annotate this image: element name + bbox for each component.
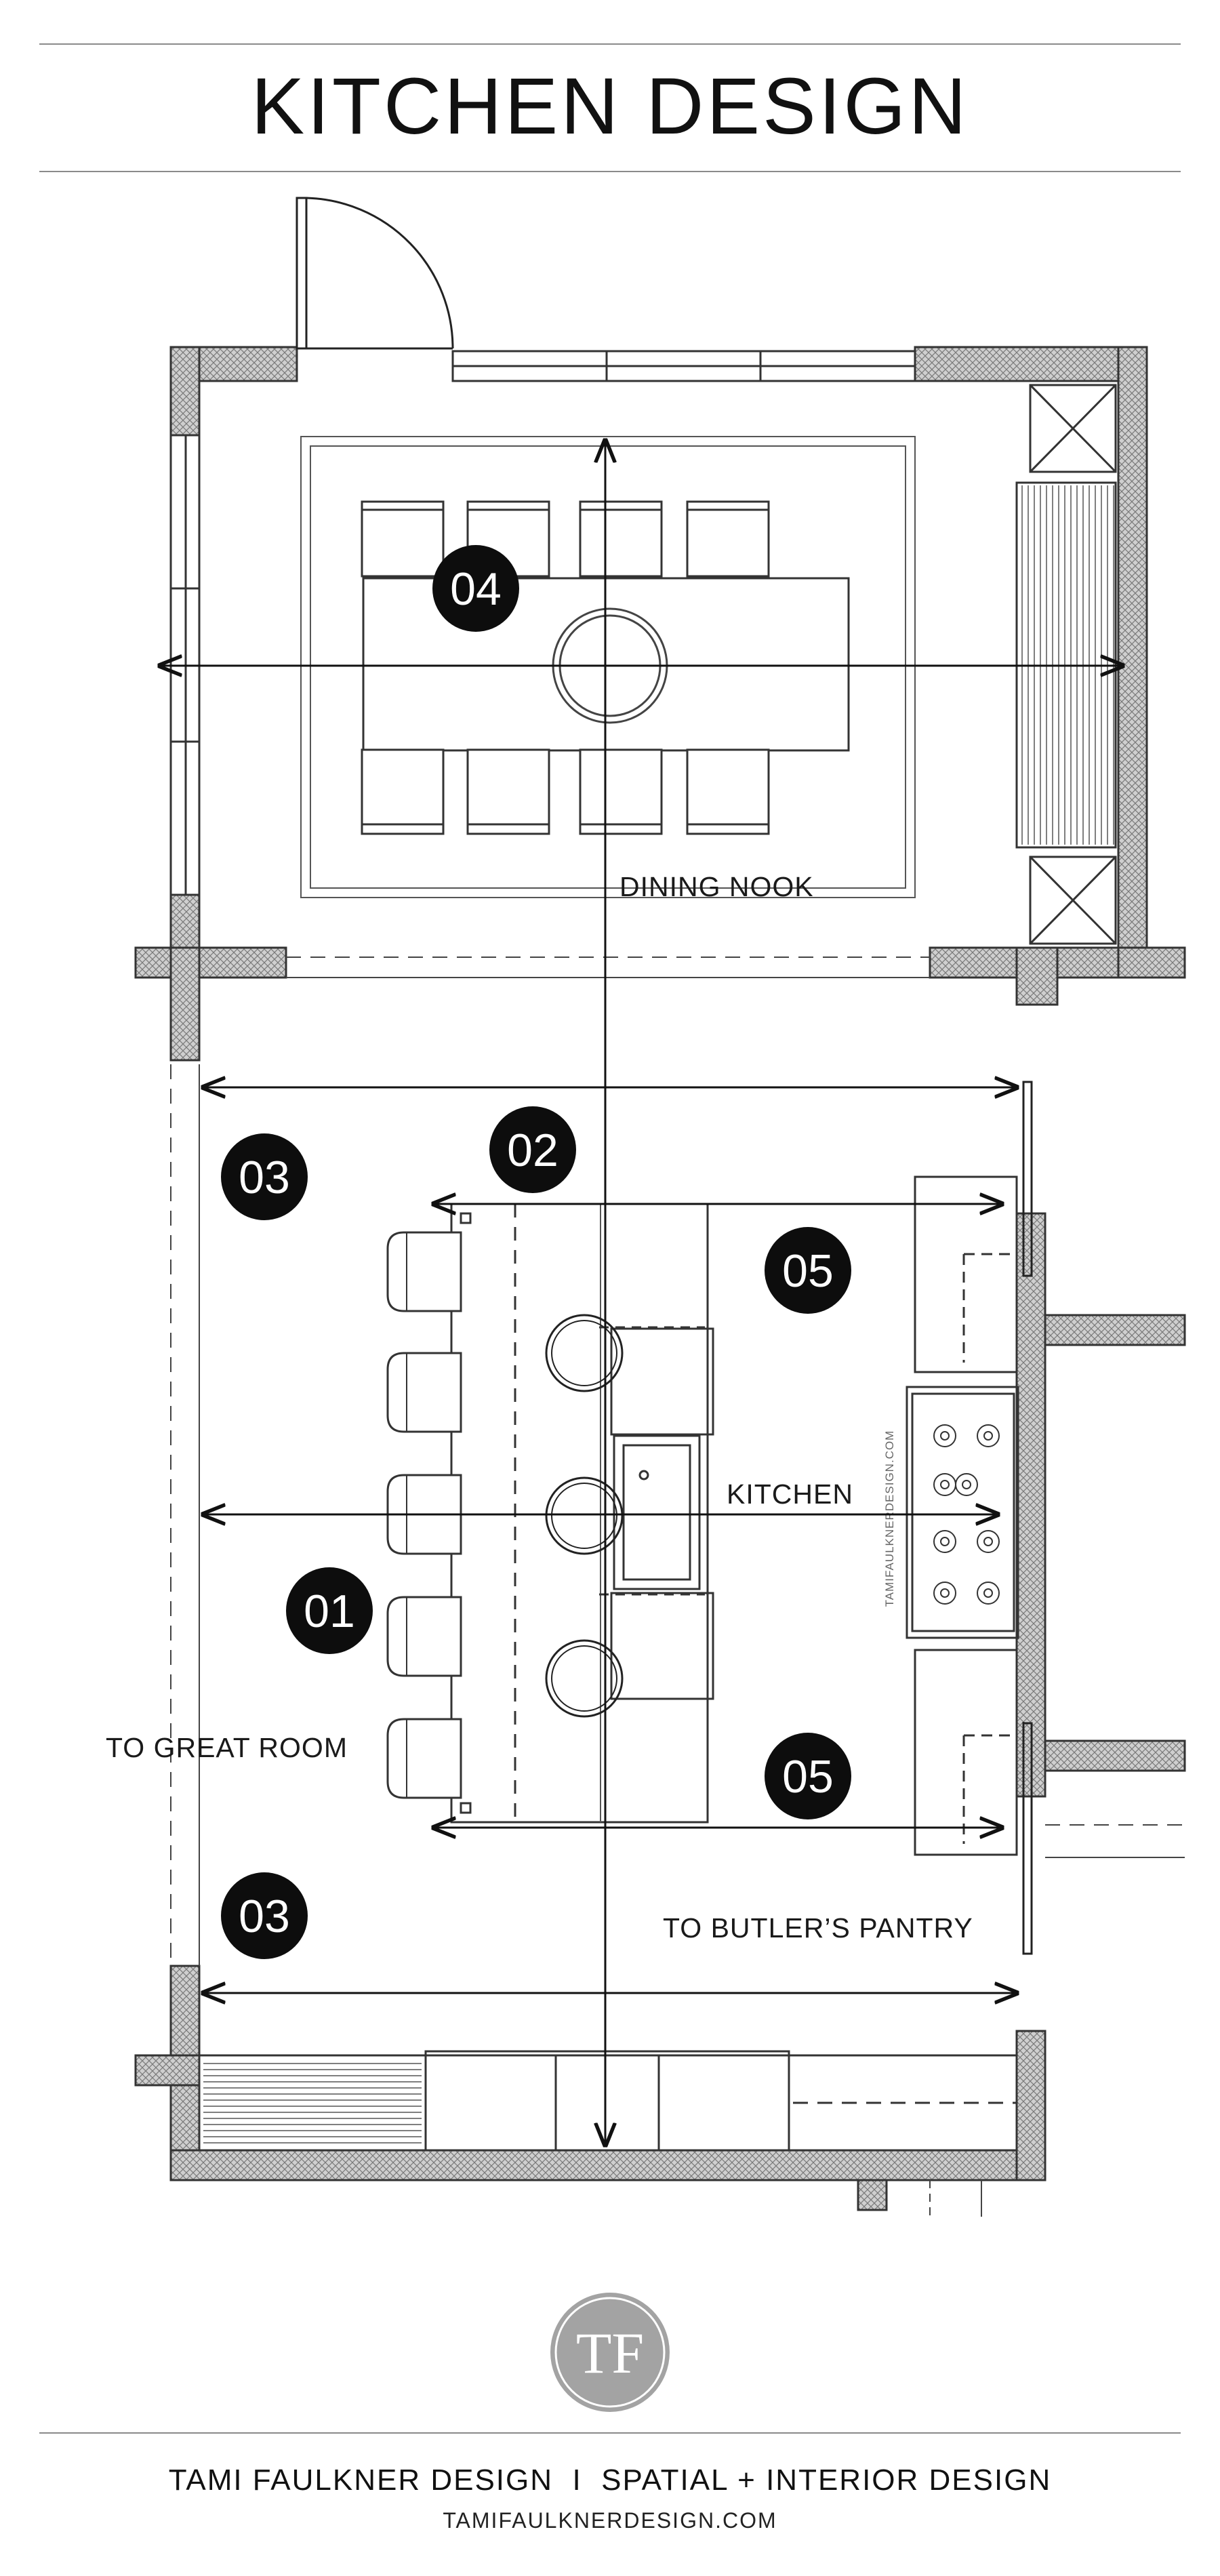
dining-chair	[466, 748, 550, 835]
page-title: KITCHEN DESIGN	[251, 62, 969, 151]
burner	[977, 1530, 1000, 1553]
dimension-lines	[160, 441, 1122, 2145]
bar-stool	[386, 1352, 462, 1433]
svg-text:03: 03	[239, 1891, 290, 1942]
drawer-slats	[203, 2063, 422, 2144]
svg-text:03: 03	[239, 1152, 290, 1203]
bar-stool	[386, 1596, 462, 1677]
burner	[933, 1424, 956, 1447]
dining-chairs	[361, 500, 770, 835]
dining-walls	[134, 346, 1186, 1062]
burner	[933, 1582, 956, 1605]
footer-rule	[39, 2432, 1181, 2434]
title-underline	[39, 171, 1181, 172]
kitchen-walls	[134, 1212, 1186, 2211]
pendant-lights	[545, 1314, 624, 1718]
dining-chair	[579, 748, 663, 835]
dining-chair	[361, 500, 445, 578]
marker-05-top: 05	[765, 1227, 851, 1314]
side-doors	[1022, 1081, 1033, 1955]
marker-01: 01	[286, 1567, 373, 1654]
range	[906, 1386, 1019, 1639]
dining-chair	[686, 748, 770, 835]
dining-chair	[361, 748, 445, 835]
dining-chair	[579, 500, 663, 578]
marker-03-bottom: 03	[221, 1872, 308, 1959]
watermark: TAMIFAULKNERDESIGN.COM	[883, 1430, 896, 1607]
bar-stool	[386, 1718, 462, 1799]
footer-tagline: TAMI FAULKNER DESIGN I SPATIAL + INTERIO…	[168, 2463, 1052, 2497]
svg-text:04: 04	[450, 563, 502, 615]
marker-05-bottom: 05	[765, 1733, 851, 1819]
right-cabinets	[914, 1175, 1018, 1856]
svg-text:05: 05	[782, 1245, 834, 1297]
island-stools	[386, 1231, 462, 1799]
label-dining-nook: DINING NOOK	[619, 871, 814, 902]
logo-monogram: TF	[576, 2320, 644, 2386]
dining-chair	[686, 500, 770, 578]
footer-website: TAMIFAULKNERDESIGN.COM	[443, 2508, 777, 2533]
bar-stool	[386, 1231, 462, 1312]
pendant-light	[545, 1639, 624, 1718]
marker-04: 04	[432, 545, 519, 632]
label-butlers-pantry: TO BUTLER’S PANTRY	[663, 1912, 973, 1944]
dining-banquette	[1015, 384, 1117, 945]
pantry-opening	[1045, 1824, 1185, 1858]
top-rule	[39, 43, 1181, 45]
burner	[933, 1530, 956, 1553]
range-burners	[933, 1424, 1000, 1605]
burner	[955, 1473, 978, 1496]
marker-03-top: 03	[221, 1133, 308, 1220]
burner	[977, 1424, 1000, 1447]
butlers-opening	[929, 2180, 982, 2217]
label-kitchen: KITCHEN	[727, 1478, 853, 1510]
label-great-room: TO GREAT ROOM	[106, 1732, 348, 1763]
svg-text:05: 05	[782, 1751, 834, 1803]
dining-top-window	[451, 350, 916, 382]
pendant-light	[545, 1314, 624, 1392]
marker-02: 02	[489, 1106, 576, 1193]
pendant-light	[545, 1476, 624, 1555]
brand-logo: TF	[550, 2293, 670, 2412]
burner	[977, 1582, 1000, 1605]
burner	[933, 1473, 956, 1496]
svg-text:01: 01	[304, 1586, 355, 1637]
svg-text:02: 02	[507, 1125, 558, 1176]
dining-entry-door	[296, 197, 454, 350]
bottom-cabinets	[198, 2050, 1018, 2152]
kitchen-island	[450, 1203, 714, 1824]
